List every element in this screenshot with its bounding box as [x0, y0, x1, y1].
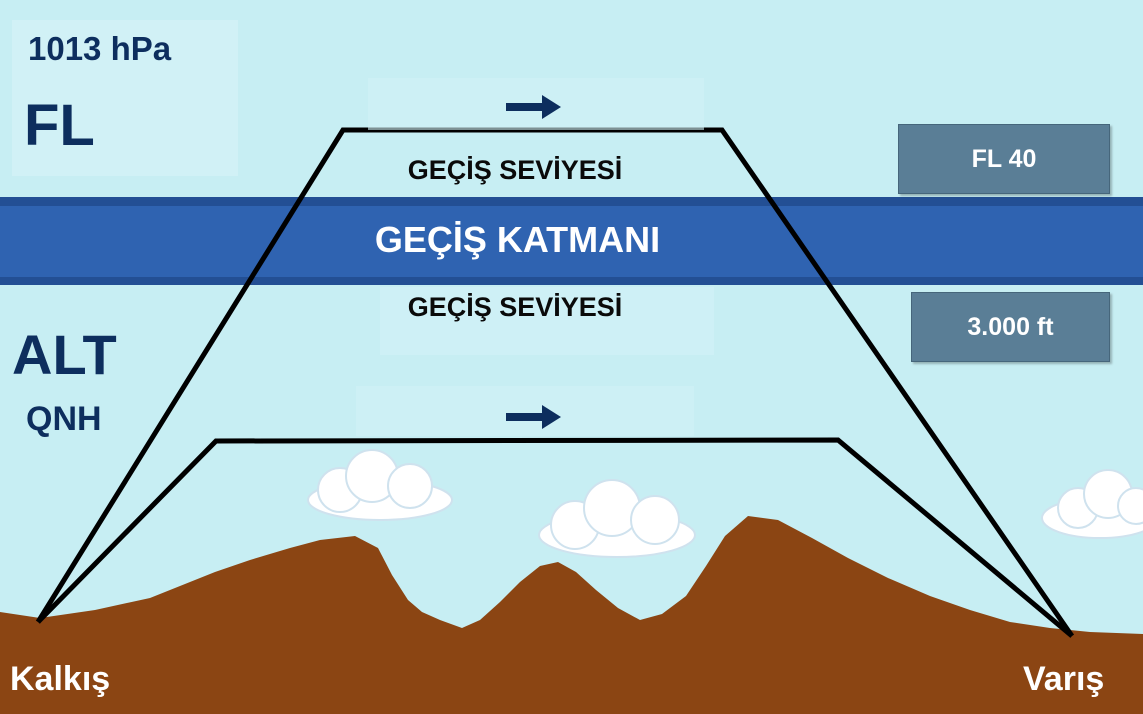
pressure-panel — [12, 20, 238, 176]
terrain — [0, 516, 1143, 714]
cloud-icon — [307, 449, 453, 521]
arrival-label: Varış — [1023, 660, 1105, 698]
flight-level-label: FL — [24, 93, 95, 158]
lower-level-panel — [380, 287, 714, 355]
lower-arrow-panel — [356, 386, 694, 436]
cloud-icon — [538, 479, 696, 558]
low-flight-profile — [36, 437, 1074, 638]
band-top-edge — [0, 197, 1143, 206]
transition-layer-band — [0, 197, 1143, 285]
pressure-label: 1013 hPa — [28, 30, 172, 67]
altitude-label: ALT — [12, 323, 117, 386]
upper-transition-level-label: GEÇİŞ SEVİYESİ — [407, 155, 623, 185]
departure-label: Kalkış — [10, 660, 111, 698]
cloud-icon — [1041, 469, 1143, 539]
band-bottom-edge — [0, 277, 1143, 285]
qnh-label: QNH — [26, 400, 102, 438]
upper-direction-arrow-icon — [506, 95, 561, 119]
transition-layer-label: GEÇİŞ KATMANI — [374, 219, 661, 260]
flight-level-value-box: FL 40 — [898, 124, 1110, 194]
lower-transition-level-label: GEÇİŞ SEVİYESİ — [407, 292, 623, 322]
lower-direction-arrow-icon — [506, 405, 561, 429]
altitude-value-box: 3.000 ft — [911, 292, 1110, 362]
high-flight-profile — [35, 127, 1075, 638]
